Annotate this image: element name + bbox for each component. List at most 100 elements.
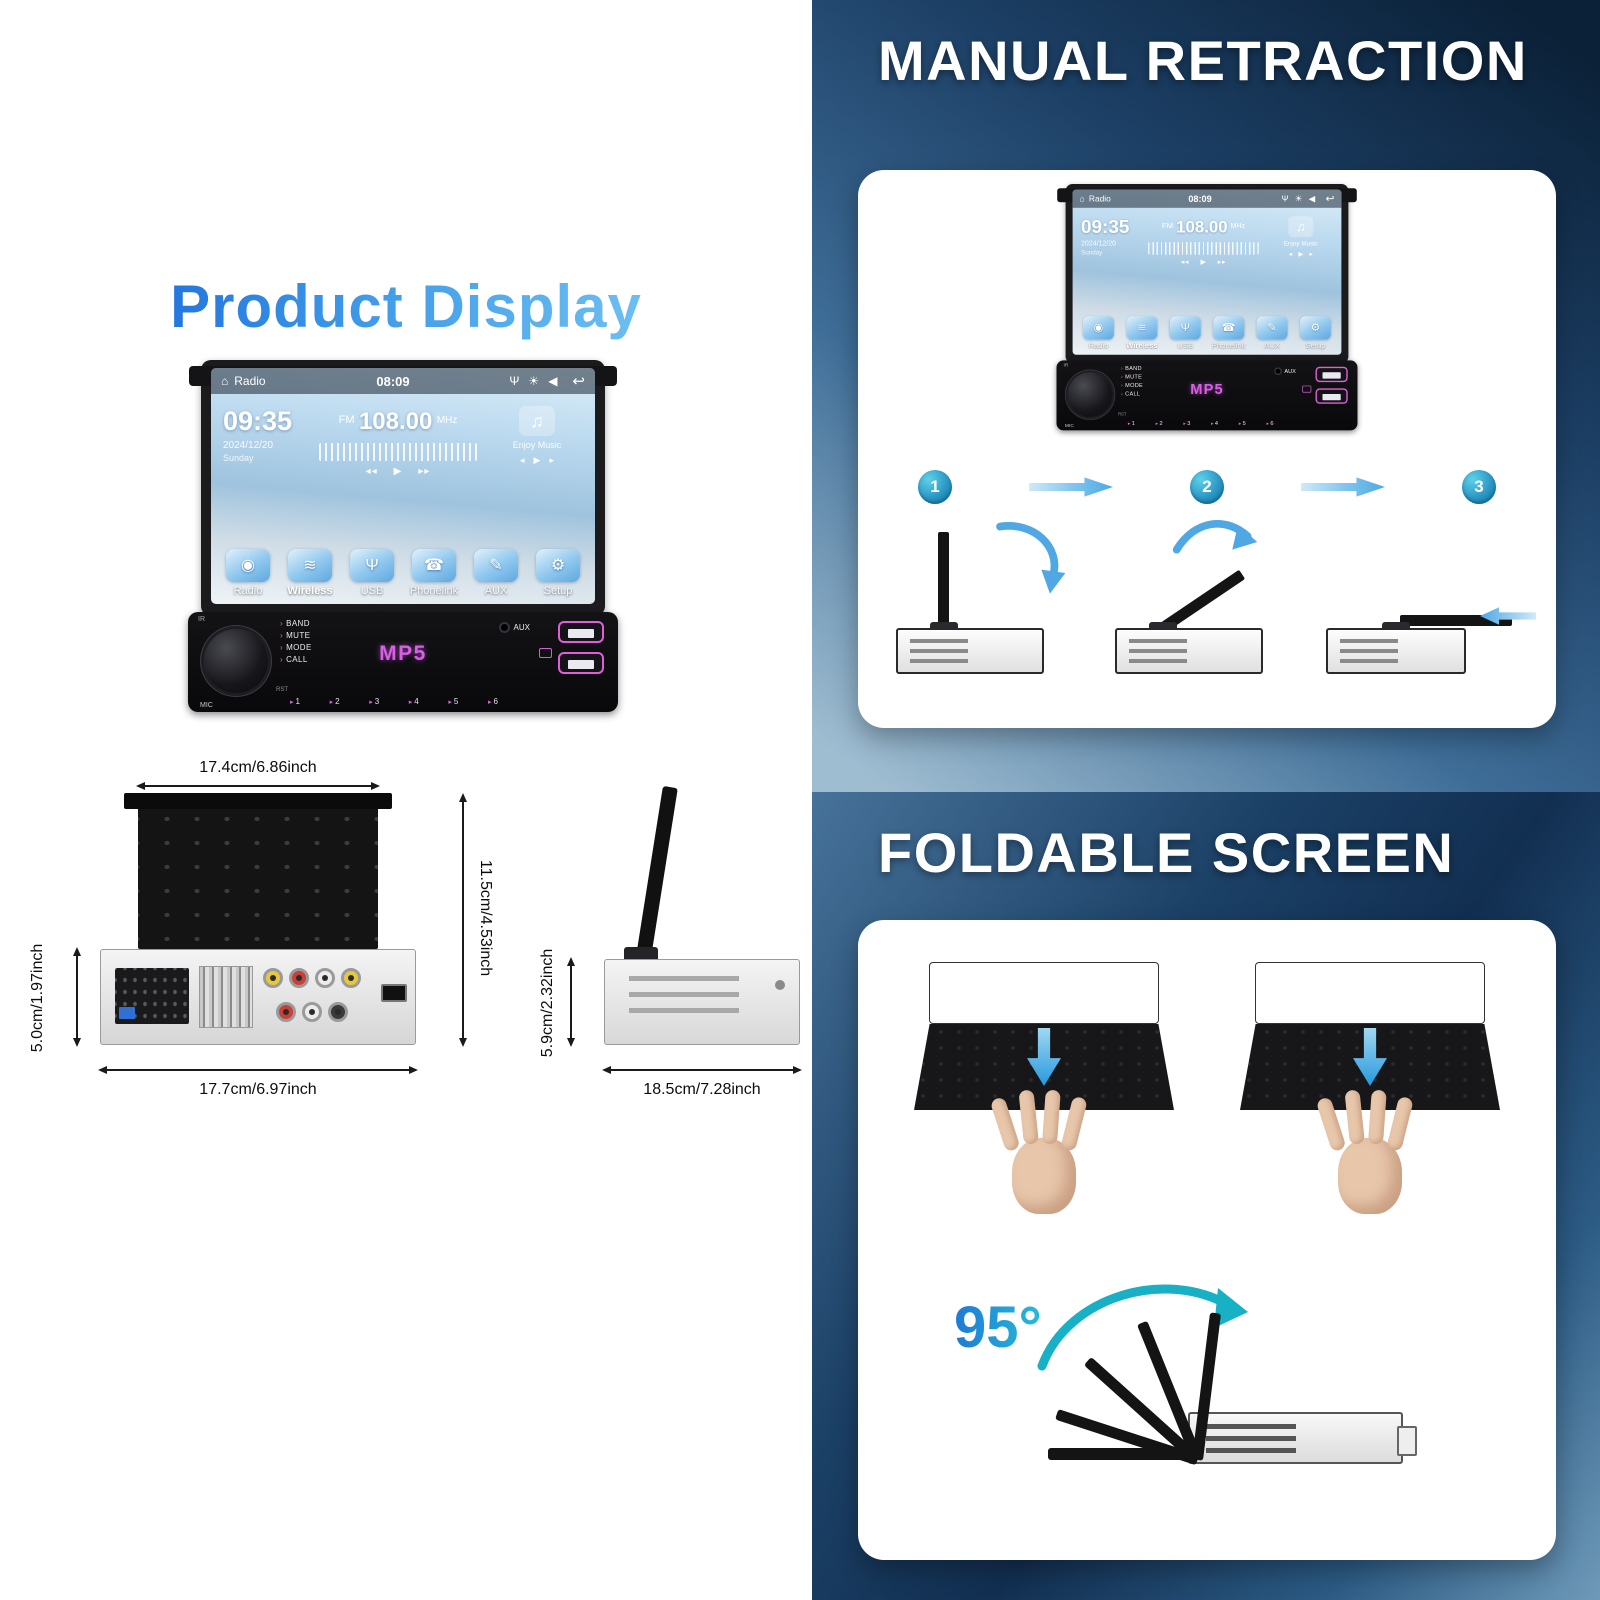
app-radio[interactable]: ◉ Radio (1078, 316, 1120, 350)
speaker-icon[interactable]: ◀ (1308, 193, 1316, 204)
push-demo-photos (894, 962, 1520, 1214)
volume-knob[interactable] (1067, 372, 1113, 418)
fold-sequence (886, 519, 1536, 708)
chevron-icon: › (280, 618, 284, 628)
dimension-diagrams: 17.4cm/6.86inch 11.5cm/4.53inch 5.0cm/1.… (0, 745, 812, 1155)
usb-port-bottom[interactable] (558, 652, 604, 674)
preset-button-4[interactable]: 4 (1211, 420, 1218, 426)
app-phonelink[interactable]: ☎ Phonelink (404, 549, 464, 597)
fold-angle-label: 95° (954, 1295, 1042, 1360)
previous-icon[interactable]: ◂◂ (1180, 258, 1190, 266)
usb-port-bottom[interactable] (1315, 388, 1348, 404)
app-usb-label: USB (1177, 341, 1194, 350)
mute-button[interactable]: › MUTE (280, 631, 312, 640)
band-button[interactable]: › BAND (280, 619, 312, 628)
statusbar-right: Ψ ☀ ◀ ↩ (1257, 193, 1334, 204)
preset-button-4[interactable]: 4 (409, 697, 418, 706)
aux-jack[interactable] (498, 622, 510, 633)
app-aux[interactable]: ✎ AUX (466, 549, 526, 597)
mode-button[interactable]: › MODE (1121, 382, 1143, 388)
preset-button-6[interactable]: 6 (488, 697, 497, 706)
volume-knob[interactable] (204, 629, 268, 693)
dimension-line (567, 957, 575, 1047)
home-icon[interactable]: ⌂ (1079, 193, 1085, 204)
mode-button[interactable]: › MODE (280, 643, 312, 652)
chevron-icon: › (280, 654, 284, 664)
faceplate: IR MIC › BAND › MUTE › MODE (188, 612, 618, 712)
brightness-icon[interactable]: ☀ (1294, 193, 1303, 204)
app-radio[interactable]: ◉ Radio (218, 549, 278, 597)
music-next-icon[interactable]: ▸ (1309, 250, 1313, 258)
dimension-line (73, 947, 81, 1047)
app-radio-label: Radio (1088, 341, 1109, 350)
music-prev-icon[interactable]: ◂ (520, 455, 525, 465)
music-prev-icon[interactable]: ◂ (1288, 250, 1293, 258)
brightness-icon[interactable]: ☀ (528, 374, 540, 388)
aux-jack[interactable] (1273, 367, 1282, 376)
device-rear-body (929, 962, 1159, 1024)
radio-app-icon: ◉ (1083, 316, 1114, 340)
mic-label: MIC (200, 702, 213, 709)
clock-day: Sunday (223, 453, 254, 463)
screen-statusbar: ⌂ Radio 08:09 Ψ ☀ ◀ ↩ (211, 368, 595, 394)
preset-button-5[interactable]: 5 (448, 697, 458, 706)
usb-status-icon: Ψ (509, 374, 520, 388)
radio-app-icon: ◉ (226, 549, 270, 582)
aux-app-icon: ✎ (474, 549, 518, 582)
music-next-icon[interactable]: ▸ (549, 455, 554, 465)
app-usb[interactable]: Ψ USB (1164, 316, 1206, 350)
product-photo: ⌂ Radio 08:09 Ψ ☀ ◀ ↩ 09:35 (188, 360, 618, 712)
music-play-icon[interactable]: ▶ (1298, 250, 1304, 258)
preset-button-1[interactable]: 1 (290, 697, 300, 706)
app-launcher-row: ◉ Radio ≋ Wireless Ψ USB ☎ (1073, 313, 1342, 355)
setup-app-icon: ⚙ (536, 549, 580, 582)
finger (989, 1096, 1021, 1153)
app-wireless[interactable]: ≋ Wireless (280, 549, 340, 597)
preset-button-3[interactable]: 3 (1183, 420, 1190, 426)
usb-ports (558, 621, 604, 674)
back-icon[interactable]: ↩ (572, 372, 585, 390)
play-icon[interactable]: ▶ (1200, 258, 1207, 266)
preset-button-3[interactable]: 3 (369, 697, 379, 706)
right-arrow-icon (1029, 477, 1113, 497)
app-wireless-label: Wireless (287, 585, 333, 597)
app-wireless[interactable]: ≋ Wireless (1121, 316, 1163, 350)
app-wireless-label: Wireless (1126, 341, 1158, 350)
call-button[interactable]: › CALL (280, 655, 312, 664)
rca-jack-white (315, 968, 335, 988)
previous-icon[interactable]: ◂◂ (365, 466, 378, 477)
speaker-icon[interactable]: ◀ (548, 374, 558, 388)
preset-button-6[interactable]: 6 (1266, 420, 1273, 426)
preset-button-1[interactable]: 1 (1128, 420, 1135, 426)
faceplate-buttons: › BAND › MUTE › MODE › CALL (1121, 365, 1143, 397)
app-setup[interactable]: ⚙ Setup (528, 549, 588, 597)
play-icon[interactable]: ▶ (393, 466, 403, 477)
preset-button-2[interactable]: 2 (1156, 420, 1162, 426)
app-setup-label: Setup (1305, 341, 1326, 350)
app-aux[interactable]: ✎ AUX (1251, 316, 1293, 350)
app-usb[interactable]: Ψ USB (342, 549, 402, 597)
next-icon[interactable]: ▸▸ (1217, 258, 1227, 266)
usb-port-top[interactable] (1315, 366, 1348, 383)
next-icon[interactable]: ▸▸ (418, 466, 431, 477)
step-3-badge: 3 (1462, 470, 1496, 504)
mute-button[interactable]: › MUTE (1121, 374, 1143, 380)
back-icon[interactable]: ↩ (1325, 192, 1335, 205)
usb-app-icon: Ψ (350, 549, 394, 582)
preset-button-2[interactable]: 2 (330, 697, 339, 706)
band-button-label: BAND (286, 619, 310, 628)
call-button[interactable]: › CALL (1121, 390, 1143, 396)
app-phonelink[interactable]: ☎ Phonelink (1208, 316, 1250, 350)
preset-button-5[interactable]: 5 (1239, 420, 1246, 426)
music-play-icon[interactable]: ▶ (533, 455, 541, 465)
side-view-diagram: 5.9cm/2.32inch 18.5cm/7.28inch (539, 759, 802, 1119)
waveform-graphic (319, 443, 477, 461)
home-icon[interactable]: ⌂ (221, 374, 229, 388)
app-setup[interactable]: ⚙ Setup (1295, 316, 1337, 350)
aux-input: AUX (1273, 367, 1296, 376)
band-button[interactable]: › BAND (1121, 365, 1143, 371)
faceplate: IR MIC › BAND › MUTE › MODE (1056, 360, 1358, 431)
usb-port-top[interactable] (558, 621, 604, 643)
mute-button-label: MUTE (1125, 373, 1143, 380)
chassis-side (1115, 628, 1263, 674)
